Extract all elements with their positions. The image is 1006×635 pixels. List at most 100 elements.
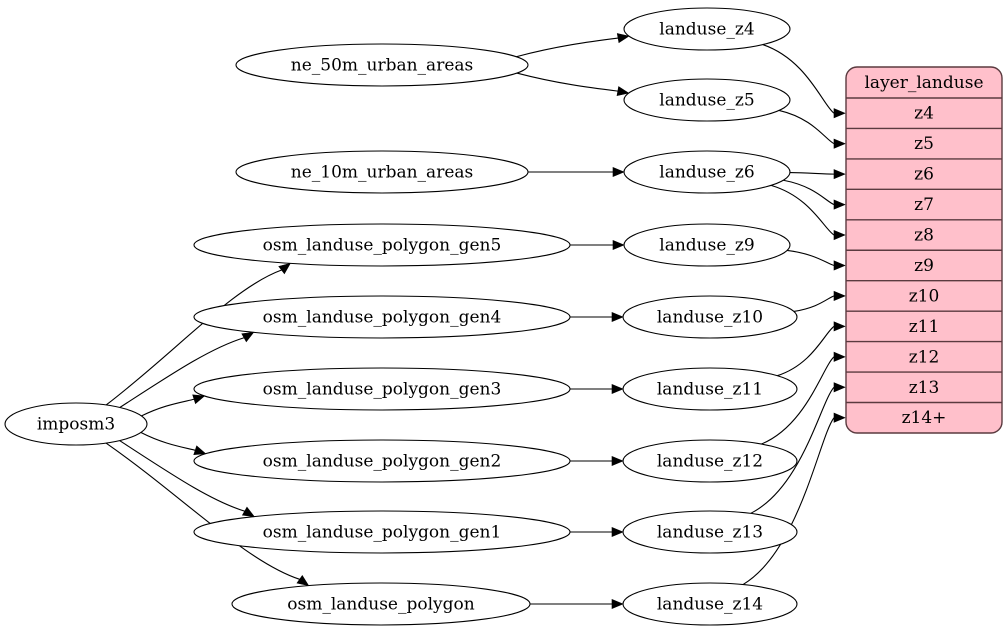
- edge-line: [516, 37, 619, 58]
- table-row-z4[interactable]: z4: [914, 104, 934, 124]
- node-landuse_z13[interactable]: landuse_z13: [622, 510, 798, 554]
- node-landuse_z10[interactable]: landuse_z10: [622, 295, 798, 339]
- edge-line: [787, 249, 835, 267]
- node-label-landuse_z9: landuse_z9: [659, 236, 754, 256]
- edge-ne_50m_urban_areas-to-landuse_z5: [516, 72, 630, 97]
- node-ne_10m_urban_areas[interactable]: ne_10m_urban_areas: [235, 150, 529, 194]
- node-shape-landuse_z9: [623, 223, 791, 267]
- node-shape-osm_landuse_polygon_gen3: [193, 367, 571, 411]
- node-landuse_z5[interactable]: landuse_z5: [623, 78, 791, 122]
- arrow-head-icon: [833, 169, 846, 180]
- edge-osm_landuse_polygon_gen1-to-landuse_z13: [570, 526, 624, 538]
- edge-landuse_z9-to-z9: [787, 249, 846, 271]
- node-label-landuse_z13: landuse_z13: [657, 523, 763, 543]
- edge-landuse_z13-to-z13: [750, 382, 846, 514]
- node-shape-landuse_z5: [623, 78, 791, 122]
- arrow-head-icon: [833, 382, 846, 393]
- edge-line: [793, 295, 835, 312]
- edge-line: [516, 72, 618, 92]
- table-row-z8[interactable]: z8: [914, 226, 934, 246]
- table-row-z9[interactable]: z9: [914, 256, 934, 276]
- node-landuse_z12[interactable]: landuse_z12: [622, 439, 798, 483]
- node-ne_50m_urban_areas[interactable]: ne_50m_urban_areas: [235, 43, 529, 87]
- arrow-head-icon: [833, 351, 846, 362]
- arrow-head-icon: [611, 455, 624, 467]
- arrow-head-icon: [612, 239, 625, 251]
- node-osm_landuse_polygon[interactable]: osm_landuse_polygon: [231, 582, 531, 626]
- arrow-head-icon: [612, 166, 625, 178]
- edge-landuse_z10-to-z10: [793, 290, 846, 312]
- node-label-landuse_z14: landuse_z14: [657, 595, 763, 615]
- table-row-z5[interactable]: z5: [914, 134, 934, 154]
- edge-line: [119, 440, 245, 512]
- arrow-head-icon: [616, 86, 630, 97]
- edge-osm_landuse_polygon_gen3-to-landuse_z11: [570, 383, 624, 395]
- node-landuse_z11[interactable]: landuse_z11: [622, 367, 798, 411]
- table-row-z13[interactable]: z13: [909, 378, 940, 398]
- edge-line: [761, 356, 835, 445]
- table-row-z14+[interactable]: z14+: [902, 408, 947, 428]
- layer-landuse-table[interactable]: layer_landusez4z5z6z7z8z9z10z11z12z13z14…: [845, 66, 1003, 434]
- edge-osm_landuse_polygon_gen5-to-landuse_z9: [570, 239, 625, 251]
- arrow-head-icon: [616, 33, 630, 44]
- node-label-landuse_z5: landuse_z5: [659, 91, 754, 111]
- table-row-z11[interactable]: z11: [909, 317, 940, 337]
- node-imposm3[interactable]: imposm3: [4, 402, 148, 446]
- node-osm_landuse_polygon_gen3[interactable]: osm_landuse_polygon_gen3: [193, 367, 571, 411]
- node-label-ne_50m_urban_areas: ne_50m_urban_areas: [291, 56, 473, 76]
- node-shape-imposm3: [4, 402, 148, 446]
- node-shape-osm_landuse_polygon_gen4: [193, 295, 571, 339]
- node-osm_landuse_polygon_gen4[interactable]: osm_landuse_polygon_gen4: [193, 295, 571, 339]
- node-label-imposm3: imposm3: [37, 415, 115, 435]
- arrow-head-icon: [296, 575, 310, 587]
- node-label-landuse_z10: landuse_z10: [657, 308, 763, 328]
- table-row-z6[interactable]: z6: [914, 165, 934, 185]
- node-shape-ne_10m_urban_areas: [235, 150, 529, 194]
- node-landuse_z9[interactable]: landuse_z9: [623, 223, 791, 267]
- node-label-osm_landuse_polygon: osm_landuse_polygon: [287, 595, 474, 615]
- edge-line: [783, 179, 835, 206]
- edge-imposm3-to-osm_landuse_polygon_gen3: [141, 394, 206, 417]
- node-landuse_z14[interactable]: landuse_z14: [622, 582, 798, 626]
- arrow-head-icon: [241, 331, 255, 343]
- edge-landuse_z4-to-z4: [762, 44, 846, 119]
- node-landuse_z6[interactable]: landuse_z6: [623, 150, 791, 194]
- edge-osm_landuse_polygon-to-landuse_z14: [530, 598, 624, 610]
- edge-imposm3-to-osm_landuse_polygon_gen2: [140, 431, 207, 455]
- node-osm_landuse_polygon_gen5[interactable]: osm_landuse_polygon_gen5: [193, 223, 571, 267]
- node-osm_landuse_polygon_gen2[interactable]: osm_landuse_polygon_gen2: [193, 439, 571, 483]
- edge-landuse_z6-to-z6: [789, 169, 846, 180]
- edge-line: [777, 325, 835, 377]
- edge-osm_landuse_polygon_gen2-to-landuse_z12: [570, 455, 624, 467]
- arrow-head-icon: [833, 199, 846, 210]
- node-osm_landuse_polygon_gen1[interactable]: osm_landuse_polygon_gen1: [193, 510, 571, 554]
- node-shape-osm_landuse_polygon: [231, 582, 531, 626]
- arrow-head-icon: [193, 445, 207, 455]
- node-label-landuse_z6: landuse_z6: [659, 163, 754, 183]
- edge-line: [742, 417, 835, 586]
- arrow-head-icon: [241, 506, 255, 517]
- arrow-head-icon: [611, 526, 624, 538]
- node-layer: imposm3 ne_50m_urban_areas ne_10m_urban_ar…: [4, 7, 798, 626]
- table-row-z7[interactable]: z7: [914, 195, 934, 215]
- edge-landuse_z11-to-z11: [777, 321, 846, 377]
- node-landuse_z4[interactable]: landuse_z4: [623, 7, 791, 51]
- arrow-head-icon: [833, 412, 846, 423]
- table-row-z12[interactable]: z12: [909, 347, 940, 367]
- node-shape-ne_50m_urban_areas: [235, 43, 529, 87]
- arrow-head-icon: [192, 394, 206, 405]
- node-label-osm_landuse_polygon_gen2: osm_landuse_polygon_gen2: [263, 452, 502, 472]
- table-layer: layer_landusez4z5z6z7z8z9z10z11z12z13z14…: [845, 66, 1003, 434]
- arrow-head-icon: [278, 262, 291, 275]
- edge-line: [105, 269, 282, 406]
- edge-line: [140, 431, 196, 451]
- edge-ne_50m_urban_areas-to-landuse_z4: [516, 33, 630, 58]
- edge-line: [762, 44, 835, 114]
- node-shape-landuse_z11: [622, 367, 798, 411]
- arrow-head-icon: [833, 229, 846, 241]
- node-shape-landuse_z10: [622, 295, 798, 339]
- table-row-z10[interactable]: z10: [909, 286, 940, 306]
- edge-landuse_z6-to-z7: [783, 179, 846, 210]
- edge-imposm3-to-osm_landuse_polygon_gen5: [105, 262, 291, 406]
